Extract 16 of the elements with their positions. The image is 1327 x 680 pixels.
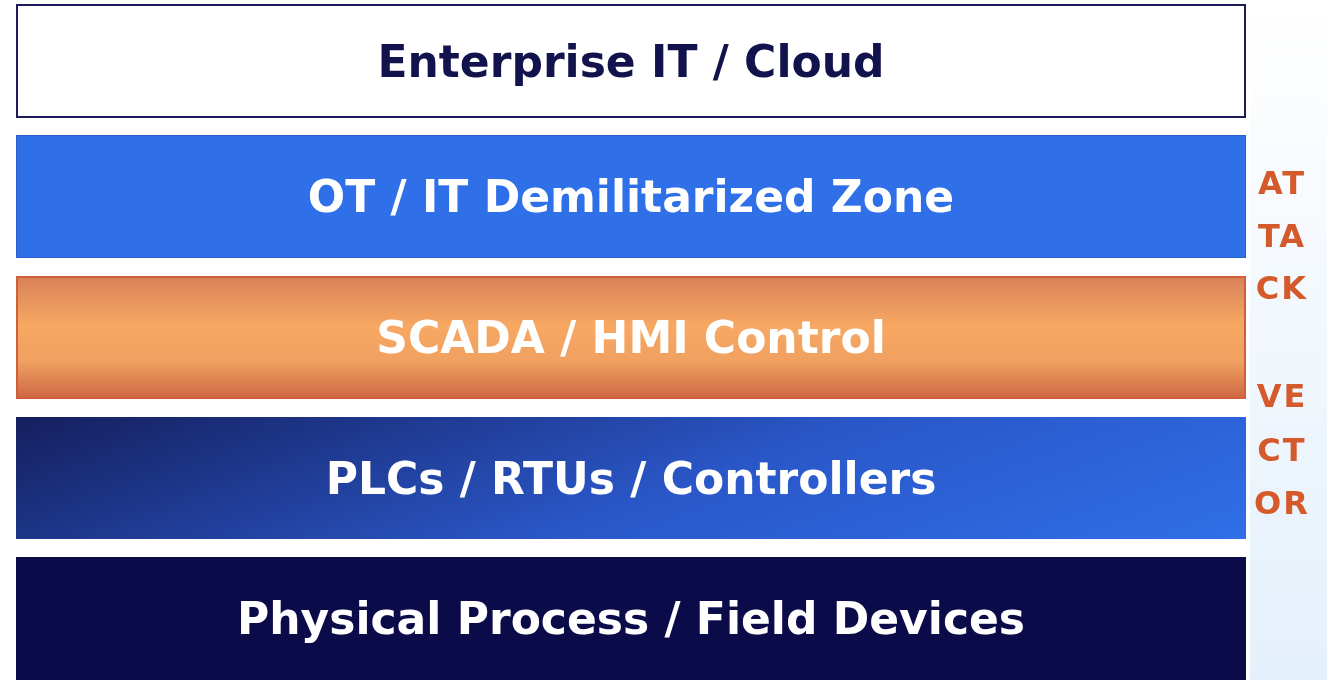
vertical-side-label: AT bbox=[1256, 164, 1308, 202]
layer-band bbox=[16, 417, 1246, 539]
layer-band bbox=[16, 276, 1246, 399]
vertical-side-label: VE bbox=[1255, 377, 1309, 415]
layer-title: SCADA / HMI Control bbox=[376, 312, 886, 363]
layer-title: Physical Process / Field Devices bbox=[237, 593, 1025, 644]
layer-band bbox=[16, 4, 1246, 118]
layer-band bbox=[16, 135, 1246, 258]
layer-title: Enterprise IT / Cloud bbox=[377, 35, 885, 87]
layer-title: PLCs / RTUs / Controllers bbox=[325, 452, 937, 504]
vertical-side-label: TA bbox=[1256, 217, 1308, 255]
vertical-side-label: CK bbox=[1254, 269, 1310, 307]
layer-title: OT / IT Demilitarized Zone bbox=[307, 171, 955, 222]
vertical-side-label: OR bbox=[1253, 484, 1311, 522]
layer-band bbox=[16, 557, 1246, 680]
vertical-side-label: CT bbox=[1256, 431, 1308, 469]
